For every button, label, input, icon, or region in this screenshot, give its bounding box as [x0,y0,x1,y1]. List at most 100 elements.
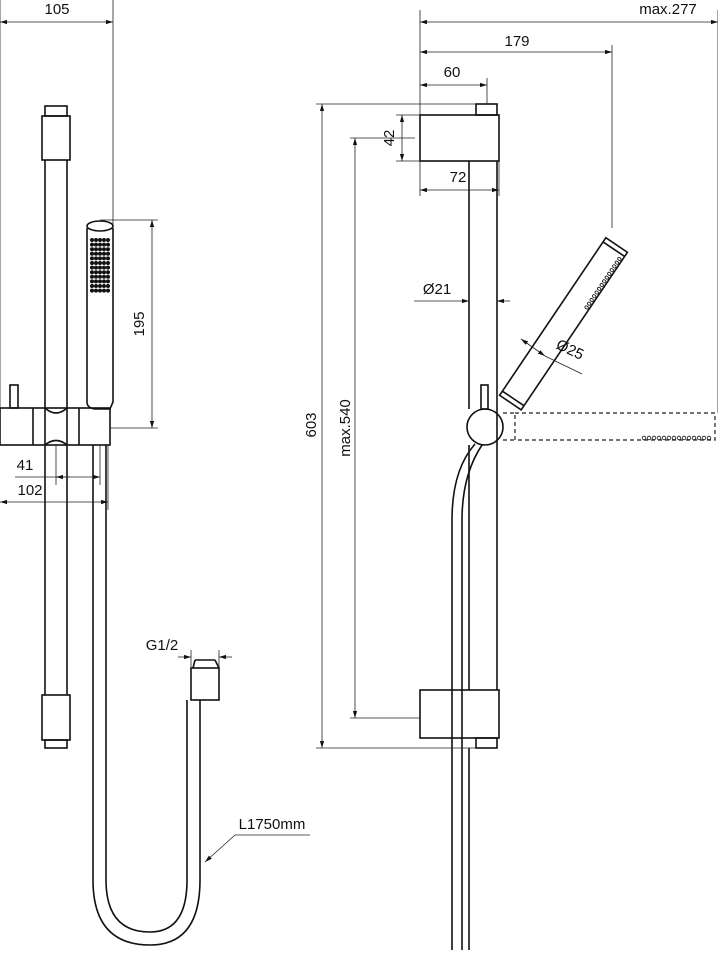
nozzle-dot [106,288,111,293]
nozzle-dot [94,279,99,284]
nozzle-dot [599,283,604,287]
nozzle-dot [602,279,607,284]
nozzle-dot [102,256,107,261]
nozzle-dot [106,265,111,270]
nozzle-dot [90,242,95,247]
nozzle-dot [106,279,111,284]
nozzle-dot [651,435,657,441]
nozzle-dot [106,242,111,247]
dim-hose-connection: G1/2 [146,637,179,654]
nozzle-dot [696,435,702,441]
nozzle-dot [98,274,103,279]
nozzle-dot [102,242,107,247]
nozzle-row [584,256,622,310]
nozzle-dot [102,283,107,288]
nozzle-dot [614,260,619,265]
nozzle-row [641,435,712,441]
nozzle-dot [90,274,95,279]
nozzle-dot [90,288,95,293]
nozzle-dot [94,274,99,279]
nozzle-dot [706,435,712,441]
nozzle-dot [102,279,107,284]
slider [466,384,504,446]
dim-slider-offset: 41 [17,457,34,474]
handshower [498,236,629,411]
dim-bracket-projection: 60 [444,64,461,81]
nozzle-grid [90,237,111,293]
nozzle-dot [106,256,111,261]
dim-rail-diameter: Ø21 [423,281,451,298]
nozzle-dot [90,256,95,261]
nozzle-dot [90,247,95,252]
nozzle-dot [98,247,103,252]
dim-rail-height: 603 [303,412,320,437]
nozzle-dot [641,435,647,441]
nozzle-dot [691,435,697,441]
dimension-lines [316,10,718,749]
nozzle-dot [90,283,95,288]
nozzle-dot [90,279,95,284]
nozzle-dot [94,283,99,288]
nozzle-dot [90,260,95,265]
nozzle-dot [686,435,692,441]
dim-bracket-depth: 72 [450,169,467,186]
nozzle-dot [98,260,103,265]
nozzle-dot [106,283,111,288]
nozzle-dot [607,271,612,276]
nozzle-dot [102,265,107,270]
nozzle-dot [671,435,677,441]
hose [451,443,483,950]
nozzle-dot [94,288,99,293]
nozzle-dot [94,247,99,252]
nozzle-dot [102,270,107,275]
dim-bracket-height: 42 [381,130,398,147]
dimension-lines [0,0,310,863]
nozzle-dot [102,274,107,279]
nozzle-dot [701,435,707,441]
front-view: 105 195 41 102 G1/2 L1750mm [0,0,310,946]
nozzle-dot [584,305,589,310]
nozzle-dot [94,256,99,261]
nozzle-dot [94,265,99,270]
nozzle-dot [106,237,111,242]
nozzle-dot [102,260,107,265]
nozzle-dot [661,435,667,441]
side-view: max.277 179 60 42 72 Ø21 Ø25 603 max.540 [303,1,718,950]
nozzle-dot [646,435,652,441]
nozzle-dot [90,251,95,256]
nozzle-dot [98,270,103,275]
nozzle-dot [681,435,687,441]
nozzle-dot [98,283,103,288]
nozzle-dot [98,288,103,293]
nozzle-dot [106,274,111,279]
nozzle-dot [612,264,617,269]
nozzle-dot [656,435,662,441]
slider [0,384,111,446]
nozzle-dot [592,294,597,299]
nozzle-dot [102,237,107,242]
dim-handshower-length: 195 [131,311,148,336]
nozzle-dot [106,270,111,275]
nozzle-dot [90,265,95,270]
nozzle-dot [106,251,111,256]
nozzle-dot [609,268,614,273]
nozzle-dot [98,237,103,242]
dim-hose-length: L1750mm [239,816,306,833]
dim-overall-width: 105 [44,1,69,18]
nozzle-dot [106,260,111,265]
dim-handshower-diameter: Ø25 [553,336,586,363]
nozzle-dot [98,256,103,261]
dim-slider-width: 102 [17,482,42,499]
nozzle-dot [94,260,99,265]
nozzle-dot [666,435,672,441]
nozzle-dot [604,275,609,280]
nozzle-dot [102,247,107,252]
nozzle-dot [90,270,95,275]
rail [41,105,71,749]
handshower [86,220,114,410]
nozzle-dot [102,288,107,293]
nozzle-dot [94,251,99,256]
nozzle-dot [98,242,103,247]
nozzle-dot [597,286,602,291]
